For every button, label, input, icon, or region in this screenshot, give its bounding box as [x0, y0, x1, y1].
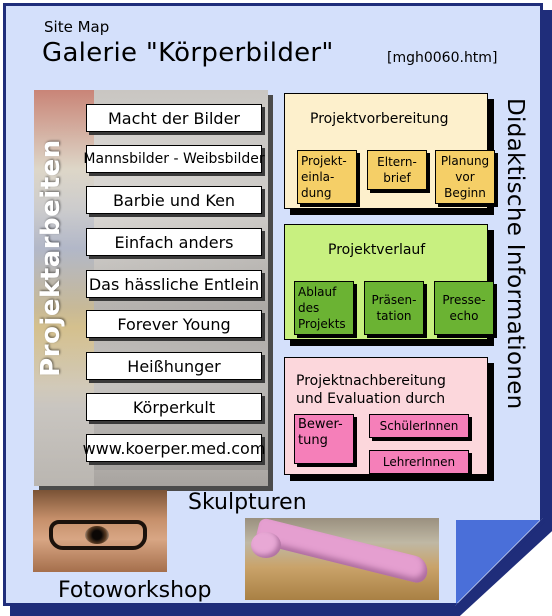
sculpture-body-shape: [254, 518, 431, 585]
assessment-link[interactable]: Bewer- tung: [294, 414, 354, 464]
teachers-link[interactable]: LehrerInnen: [369, 450, 469, 474]
sculptures-label[interactable]: Skulpturen: [188, 490, 307, 515]
evaluation-title[interactable]: Projektnachbereitung und Evaluation durc…: [296, 373, 446, 407]
site-map-label: Site Map: [44, 18, 110, 36]
planning-before-start-link[interactable]: Planung vor Beginn: [435, 150, 495, 204]
page-filename: [mgh0060.htm]: [387, 50, 498, 66]
preparation-title[interactable]: Projektvorbereitung: [310, 111, 449, 127]
photo-workshop-image[interactable]: [33, 490, 167, 572]
project-invitation-link[interactable]: Projekt- einla- dung: [297, 150, 357, 204]
project-link-einfach-anders[interactable]: Einfach anders: [86, 228, 262, 256]
project-link-koerperkult[interactable]: Körperkult: [86, 393, 262, 421]
project-link-heisshunger[interactable]: Heißhunger: [86, 352, 262, 380]
panel-photo-texture: [34, 90, 94, 486]
glasses-shape: [49, 520, 147, 550]
eye-shape: [85, 526, 109, 544]
press-echo-link[interactable]: Presse- echo: [434, 281, 494, 335]
sculpture-image[interactable]: [245, 518, 439, 600]
page-title: Galerie "Körperbilder": [42, 38, 334, 68]
sculpture-head-shape: [251, 532, 281, 558]
project-link-mannsbilder-weibsbilder[interactable]: Mannsbilder - Weibsbilder: [83, 145, 265, 173]
project-link-macht-der-bilder[interactable]: Macht der Bilder: [86, 104, 262, 132]
projects-section-label: Projektarbeiten: [36, 139, 66, 377]
students-link[interactable]: SchülerInnen: [369, 414, 469, 438]
photo-workshop-label[interactable]: Fotoworkshop: [58, 578, 212, 603]
process-title[interactable]: Projektverlauf: [328, 242, 426, 258]
project-link-barbie-und-ken[interactable]: Barbie und Ken: [86, 186, 262, 214]
didactics-section-label: Didaktische Informationen: [502, 98, 528, 410]
presentation-link[interactable]: Präsen- tation: [364, 281, 424, 335]
project-sequence-link[interactable]: Ablauf des Projekts: [294, 281, 354, 335]
project-link-website[interactable]: www.koerper.med.com: [83, 434, 265, 462]
parent-letter-link[interactable]: Eltern- brief: [367, 150, 427, 190]
project-link-forever-young[interactable]: Forever Young: [86, 310, 262, 338]
project-link-das-haessliche-entlein[interactable]: Das hässliche Entlein: [86, 270, 262, 298]
